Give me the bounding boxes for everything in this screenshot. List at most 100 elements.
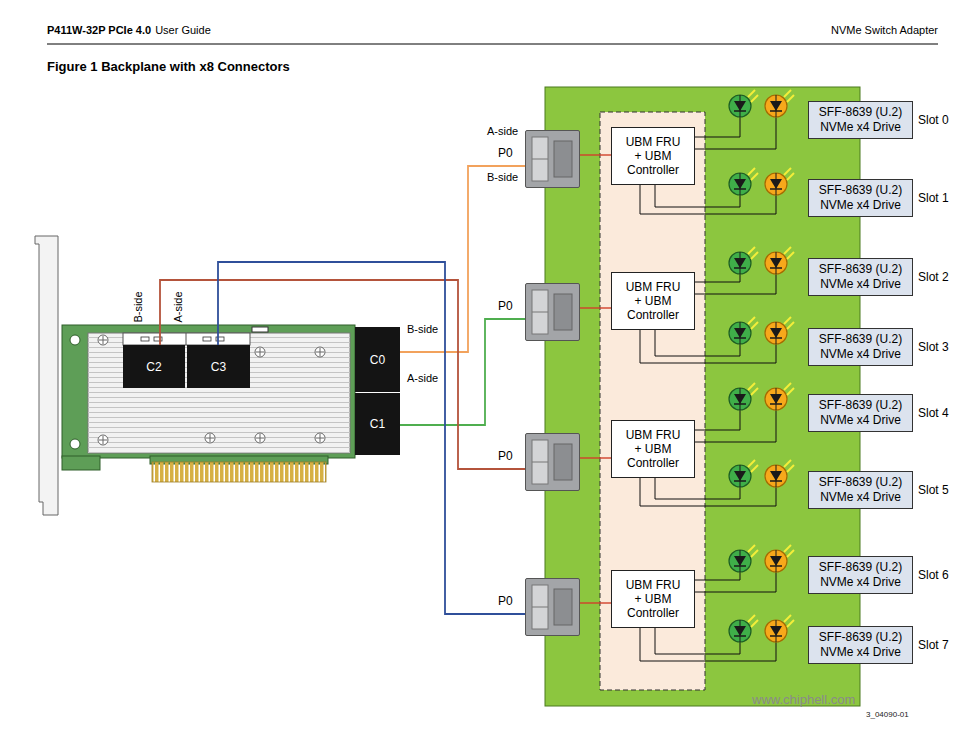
node-text: SFF-8639 (U.2) NVMe x4 Drive: [814, 630, 907, 660]
pcb-tab: [62, 456, 100, 470]
led-wire: [695, 410, 776, 442]
cable: [400, 319, 525, 425]
text-label: NVMe Switch Adapter: [831, 24, 938, 37]
drive-box: SFF-8639 (U.2) NVMe x4 DriveSlot 6: [808, 556, 913, 594]
figure-title: Figure 1 Backplane with x8 Connectors: [47, 59, 290, 74]
node-text: P0: [498, 594, 513, 608]
trace-line: [580, 457, 611, 458]
node-text: UBM FRU + UBM Controller: [624, 428, 682, 470]
mount-hole: [70, 335, 80, 345]
node-text: SFF-8639 (U.2) NVMe x4 Drive: [814, 475, 907, 505]
node-text: P0: [498, 299, 513, 313]
led-symbol: [729, 460, 758, 487]
ubm-controller-box: UBM FRU + UBM Controller: [611, 570, 695, 628]
slot-label: Slot 5: [918, 483, 949, 498]
mount-hole: [70, 439, 80, 449]
led-symbol: [729, 90, 758, 117]
node-text: C3: [211, 360, 226, 374]
node-text: C0: [370, 353, 385, 367]
slot-label: Slot 2: [918, 270, 949, 285]
node-text: SFF-8639 (U.2) NVMe x4 Drive: [814, 262, 907, 292]
connector-socket: [526, 131, 579, 187]
heatsink-fins: [88, 333, 350, 453]
cable: [400, 166, 525, 352]
text-label: P411W-32P PCIe 4.0: [47, 24, 151, 37]
led-symbol: [765, 615, 794, 642]
led-wire: [695, 117, 740, 137]
node-text: SFF-8639 (U.2) NVMe x4 Drive: [814, 183, 907, 213]
drive-box: SFF-8639 (U.2) NVMe x4 DriveSlot 0: [808, 101, 913, 139]
ubm-controller-box: UBM FRU + UBM Controller: [611, 127, 695, 185]
drive-box: SFF-8639 (U.2) NVMe x4 DriveSlot 1: [808, 179, 913, 217]
led-symbol: [765, 90, 794, 117]
node-text: SFF-8639 (U.2) NVMe x4 Drive: [814, 560, 907, 590]
connector-socket: [526, 284, 579, 340]
drive-box: SFF-8639 (U.2) NVMe x4 DriveSlot 4: [808, 394, 913, 432]
slot-label: Slot 1: [918, 191, 949, 206]
text-label: A-side: [407, 372, 438, 385]
text-label: 3_04090-01: [866, 710, 909, 720]
cable: [160, 280, 525, 469]
ubm-region: [600, 112, 705, 690]
led-symbol: [729, 247, 758, 274]
node-text: C1: [370, 417, 385, 431]
slot-label: Slot 6: [918, 568, 949, 583]
led-wire: [655, 185, 740, 207]
node-text: UBM FRU + UBM Controller: [624, 578, 682, 620]
node-text: P0: [498, 146, 513, 160]
node-text: SFF-8639 (U.2) NVMe x4 Drive: [814, 105, 907, 135]
text-label: www.chiphell.com: [752, 693, 855, 706]
node-text: SFF-8639 (U.2) NVMe x4 Drive: [814, 398, 907, 428]
text-label: B-side: [487, 171, 518, 184]
led-wire: [695, 274, 740, 282]
led-symbol: [729, 317, 758, 344]
connector-socket: [526, 434, 579, 490]
text-label: User Guide: [155, 24, 211, 37]
cable: [218, 262, 525, 614]
trace-line: [580, 154, 611, 155]
screws: [98, 335, 325, 445]
status-marker: [252, 327, 268, 332]
led-wire: [695, 117, 776, 149]
slot-label: Slot 0: [918, 113, 949, 128]
led-wire: [695, 572, 740, 580]
led-symbol: [765, 460, 794, 487]
led-wire: [695, 572, 776, 592]
node-text: C2: [146, 360, 161, 374]
slot-label: Slot 4: [918, 406, 949, 421]
ubm-controller-box: UBM FRU + UBM Controller: [611, 420, 695, 478]
led-wire: [655, 478, 740, 499]
drive-box: SFF-8639 (U.2) NVMe x4 DriveSlot 3: [808, 328, 913, 366]
led-symbol: [729, 168, 758, 195]
card-connector: C3: [187, 345, 250, 388]
connector-latches: [141, 337, 224, 341]
connector-socket: [526, 579, 579, 635]
drive-box: SFF-8639 (U.2) NVMe x4 DriveSlot 7: [808, 626, 913, 664]
led-wire: [695, 410, 740, 430]
node-text: UBM FRU + UBM Controller: [624, 135, 682, 177]
slot-label: Slot 7: [918, 638, 949, 653]
led-symbol: [729, 615, 758, 642]
led-symbol: [729, 545, 758, 572]
card-connector: C0: [355, 327, 400, 392]
led-wire: [640, 185, 776, 214]
trace-line: [580, 307, 611, 308]
led-wire: [695, 274, 776, 294]
led-wire: [640, 330, 776, 363]
card-bracket: [35, 236, 58, 515]
text-label: A-side: [487, 125, 518, 138]
led-wire: [655, 628, 740, 654]
led-symbol: [765, 317, 794, 344]
backplane-connector: P0: [525, 578, 580, 636]
gold-fingers: [152, 462, 326, 482]
card-connector: C2: [123, 345, 185, 388]
led-symbol: [729, 383, 758, 410]
led-symbol: [765, 383, 794, 410]
led-symbol: [765, 545, 794, 572]
header-rule: [47, 44, 938, 45]
led-wire: [640, 478, 776, 506]
slot-label: Slot 3: [918, 340, 949, 355]
node-text: SFF-8639 (U.2) NVMe x4 Drive: [814, 332, 907, 362]
connector-divider: [186, 333, 187, 345]
text-label: B-side: [132, 291, 145, 322]
